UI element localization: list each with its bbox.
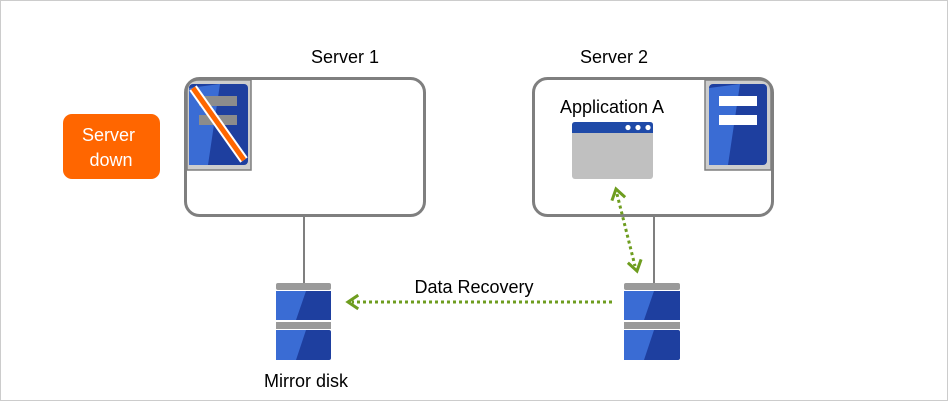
mirror-disk-2-icon (624, 283, 680, 360)
mirror-disk-1-icon (276, 283, 331, 360)
server-2-label: Server 2 (580, 47, 648, 67)
server-icon (709, 84, 767, 165)
svg-text:Server down: Server down (82, 125, 140, 170)
application-label: Application A (560, 97, 664, 117)
server-down-line-1: Server (82, 125, 135, 145)
server-2-box: Application A (532, 77, 774, 217)
failed-server-icon (189, 84, 248, 165)
server-slot-bar (719, 96, 757, 106)
data-recovery-label: Data Recovery (414, 277, 533, 297)
server-down-line-2: down (89, 150, 132, 170)
server-1-label: Server 1 (311, 47, 379, 67)
failure-slash (190, 86, 247, 162)
server-slot-bar (199, 96, 237, 106)
server-down-badge: Server down (63, 114, 160, 179)
application-window-icon (572, 122, 653, 179)
data-recovery-arrow (345, 293, 612, 311)
server-1-box (184, 77, 426, 217)
app-disk-access-arrow (610, 186, 643, 274)
server-slot-bar (719, 115, 757, 125)
mirror-disk-label: Mirror disk (264, 371, 349, 391)
